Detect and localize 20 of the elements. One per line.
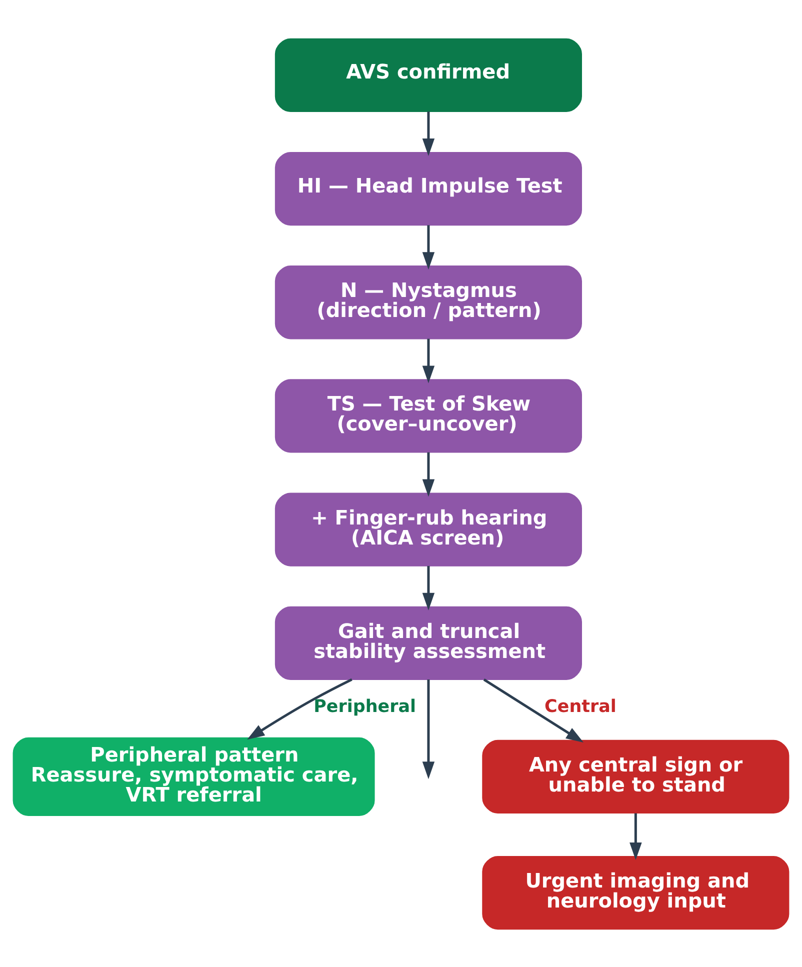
node-box: + Finger-rub hearing (AICA screen): [274, 492, 582, 566]
node-box: AVS confirmed: [274, 38, 582, 112]
node-box: Urgent imaging and neurology input: [482, 855, 790, 930]
arrow: [422, 338, 435, 383]
node-box: Peripheral pattern Reassure, symptomatic care, VRT referral: [12, 736, 375, 816]
edge-label: Peripheral: [314, 696, 416, 717]
arrow: [422, 111, 435, 156]
node-box: HI — Head Impulse Test: [274, 151, 582, 226]
arrow: [422, 224, 435, 270]
arrow: [483, 678, 584, 742]
arrow: [630, 812, 642, 860]
arrow: [422, 565, 435, 610]
arrow: [422, 679, 435, 779]
node-box: TS — Test of Skew (cover–uncover): [274, 378, 582, 452]
edge-label: Central: [544, 696, 616, 717]
node-box: Gait and truncal stability assessment: [274, 606, 582, 680]
arrow: [247, 678, 352, 740]
node-box: Any central sign or unable to stand: [482, 739, 790, 814]
node-box: N — Nystagmus (direction / pattern): [274, 265, 582, 339]
arrow: [422, 452, 435, 496]
